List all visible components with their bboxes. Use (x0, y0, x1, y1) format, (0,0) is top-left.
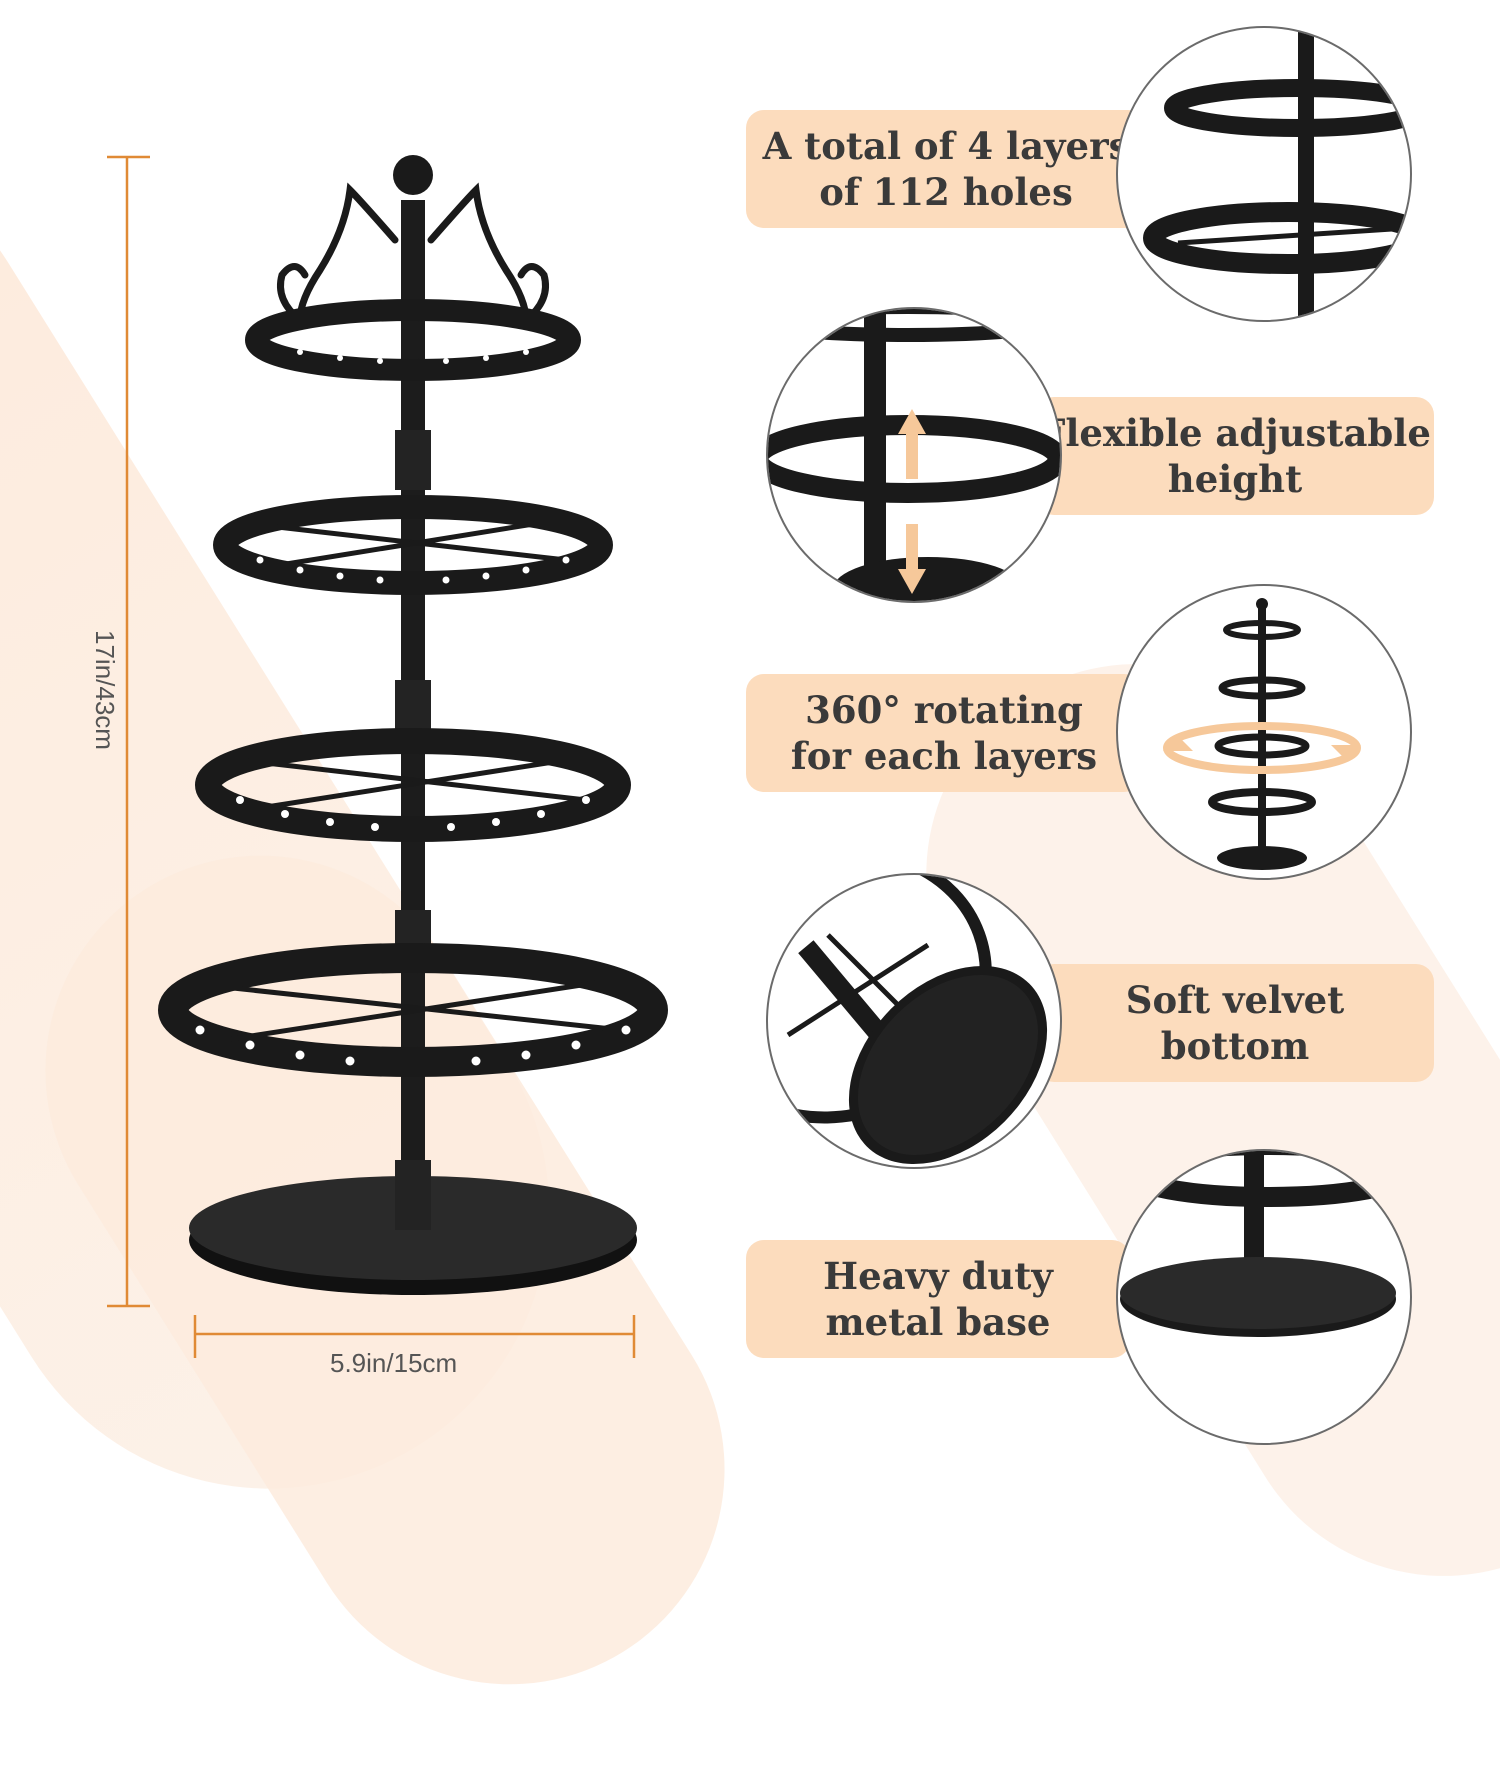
feature-banner-velvet: Soft velvet bottom (1036, 964, 1434, 1082)
feature-text: 360° rotating for each layers (790, 688, 1098, 778)
feature-text: Heavy duty metal base (823, 1254, 1053, 1344)
tier-ring (213, 495, 613, 595)
feature-banner-layers: A total of 4 layers of 112 holes (746, 110, 1146, 228)
jewelry-tree-illustration (107, 155, 668, 1358)
velvet-base-icon (766, 873, 1062, 1169)
tier-ring (195, 728, 631, 842)
height-dimension-line (107, 155, 150, 1308)
feature-banner-height: Flexible adjustable height (1036, 397, 1434, 515)
metal-base-icon (1116, 1149, 1412, 1445)
feature-text: Soft velvet bottom (1125, 978, 1345, 1068)
feature-banner-rotating: 360° rotating for each layers (746, 674, 1142, 792)
top-hooks (277, 155, 549, 324)
tier-ring (245, 299, 581, 381)
feature-banner-base: Heavy duty metal base (746, 1240, 1130, 1358)
height-dimension-label: 17in/43cm (90, 630, 120, 750)
width-dimension-label: 5.9in/15cm (330, 1348, 458, 1378)
tier-ring (158, 943, 668, 1077)
rotation-arrows-icon (1116, 584, 1412, 880)
feature-text: Flexible adjustable height (1039, 411, 1431, 501)
tier-closeup-icon (1116, 26, 1412, 322)
width-dimension-line (193, 1315, 636, 1358)
feature-text: A total of 4 layers of 112 holes (762, 124, 1130, 214)
tier-holes (195, 349, 631, 1066)
height-adjust-arrows-icon (766, 307, 1062, 603)
